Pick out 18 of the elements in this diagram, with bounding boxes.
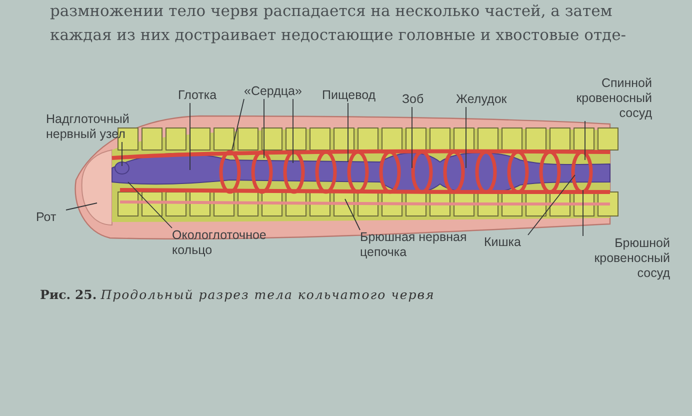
body-text-line: размножении тело червя распадается на несколько частей, а затем — [50, 2, 612, 20]
part-label: Брюшная нервная цепочка — [360, 230, 474, 260]
part-label: Окологлоточное кольцо — [172, 228, 292, 258]
leader-line — [232, 98, 244, 150]
part-label: Рот — [36, 210, 66, 225]
part-label: Зоб — [402, 92, 432, 107]
leader-line — [584, 120, 586, 160]
part-label: Брюшной кровеносный сосуд — [566, 236, 670, 281]
leader-line — [292, 98, 294, 164]
part-label: Желудок — [456, 92, 520, 107]
part-label: «Сердца» — [244, 84, 310, 99]
figure-caption: Рис. 25. Продольный разрез тела кольчатого червя — [40, 287, 435, 302]
part-label: Глотка — [178, 88, 228, 103]
part-label: Пищевод — [322, 88, 382, 103]
body-text-line: каждая из них достраивает недостающие головные и хвостовые отде- — [50, 26, 626, 44]
part-label: Спинной кровеносный сосуд — [548, 76, 652, 121]
part-label: Кишка — [484, 235, 528, 250]
leader-line — [582, 190, 584, 236]
